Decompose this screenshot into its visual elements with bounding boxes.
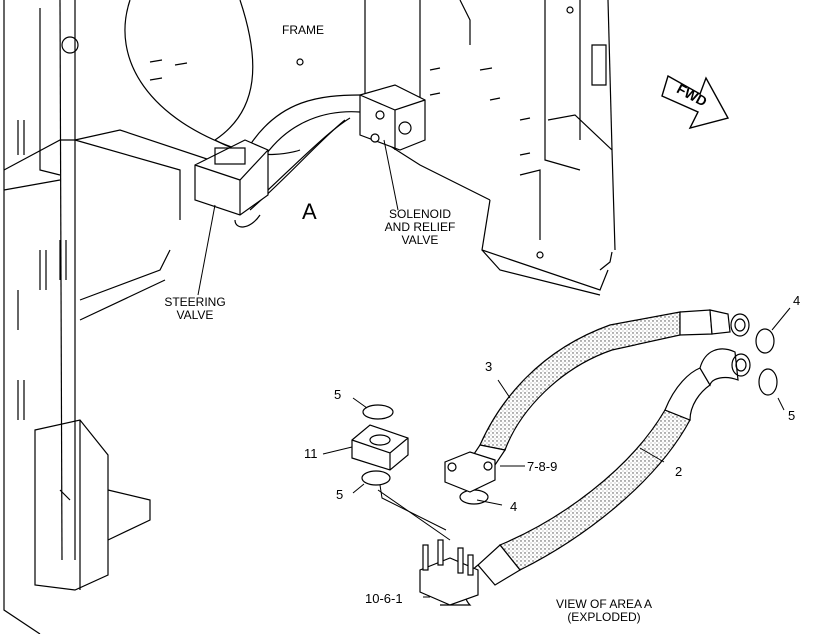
solenoid-label-line3: VALVE (401, 233, 439, 247)
steering-label-line1: STEERING (164, 295, 226, 309)
exploded-leaders (322, 307, 791, 598)
frame-structure (3, 0, 616, 634)
callout-10-6-1: 10-6-1 (365, 591, 403, 606)
view-caption-line2: (EXPLODED) (567, 610, 641, 624)
steering-label: STEERING VALVE (155, 296, 235, 322)
flange-11 (351, 424, 409, 471)
flange-1061 (419, 539, 479, 606)
solenoid-label: SOLENOID AND RELIEF VALVE (380, 208, 460, 247)
callout-5-top: 5 (334, 387, 342, 402)
assembly-leaders (197, 139, 399, 296)
steering-label-line2: VALVE (176, 308, 214, 322)
solenoid-relief-valve (359, 84, 426, 151)
solenoid-label-line1: SOLENOID (388, 207, 451, 221)
callout-4-bottom: 4 (510, 499, 518, 514)
callout-11: 11 (304, 446, 318, 461)
view-caption-line1: VIEW OF AREA A (555, 597, 653, 611)
callout-5-mid: 5 (336, 487, 344, 502)
callout-4-top: 4 (793, 293, 801, 308)
view-caption: VIEW OF AREA A (EXPLODED) (540, 598, 668, 624)
steering-valve (194, 139, 269, 216)
callout-5-right: 5 (788, 408, 796, 423)
o-rings (361, 313, 778, 505)
frame-label: FRAME (282, 23, 324, 37)
area-a-label: A (302, 199, 317, 224)
fwd-arrow-icon (661, 74, 730, 130)
callout-2: 2 (675, 464, 683, 479)
flange-789 (444, 451, 496, 493)
callout-7-8-9: 7-8-9 (527, 459, 558, 474)
callout-3: 3 (485, 359, 493, 374)
solenoid-label-line2: AND RELIEF (384, 220, 456, 234)
